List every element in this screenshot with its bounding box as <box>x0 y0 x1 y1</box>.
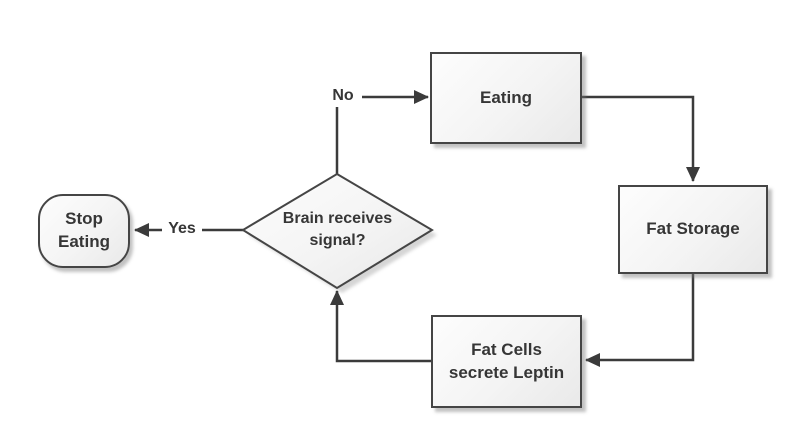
connector-decision-no-to-eating <box>335 90 429 176</box>
node-eating: Eating <box>430 52 582 144</box>
node-brain-decision-label: Brain receives signal? <box>282 209 393 249</box>
connector-fat-cells-to-decision <box>330 290 431 363</box>
edge-label-yes: Yes <box>162 218 202 240</box>
node-fat-storage-label: Fat Storage <box>646 219 740 239</box>
decision-diamond <box>241 172 434 290</box>
node-fat-cells: Fat Cells secrete Leptin <box>431 315 582 408</box>
connector-fat-storage-to-fat-cells <box>585 274 695 367</box>
node-fat-cells-label: Fat Cells secrete Leptin <box>448 339 565 382</box>
connector-eating-to-fat-storage <box>582 95 700 182</box>
edge-label-no: No <box>324 85 362 107</box>
node-stop-eating: Stop Eating <box>38 194 130 268</box>
node-fat-storage: Fat Storage <box>618 185 768 274</box>
node-stop-eating-label: Stop Eating <box>58 209 110 251</box>
node-eating-label: Eating <box>480 87 532 107</box>
